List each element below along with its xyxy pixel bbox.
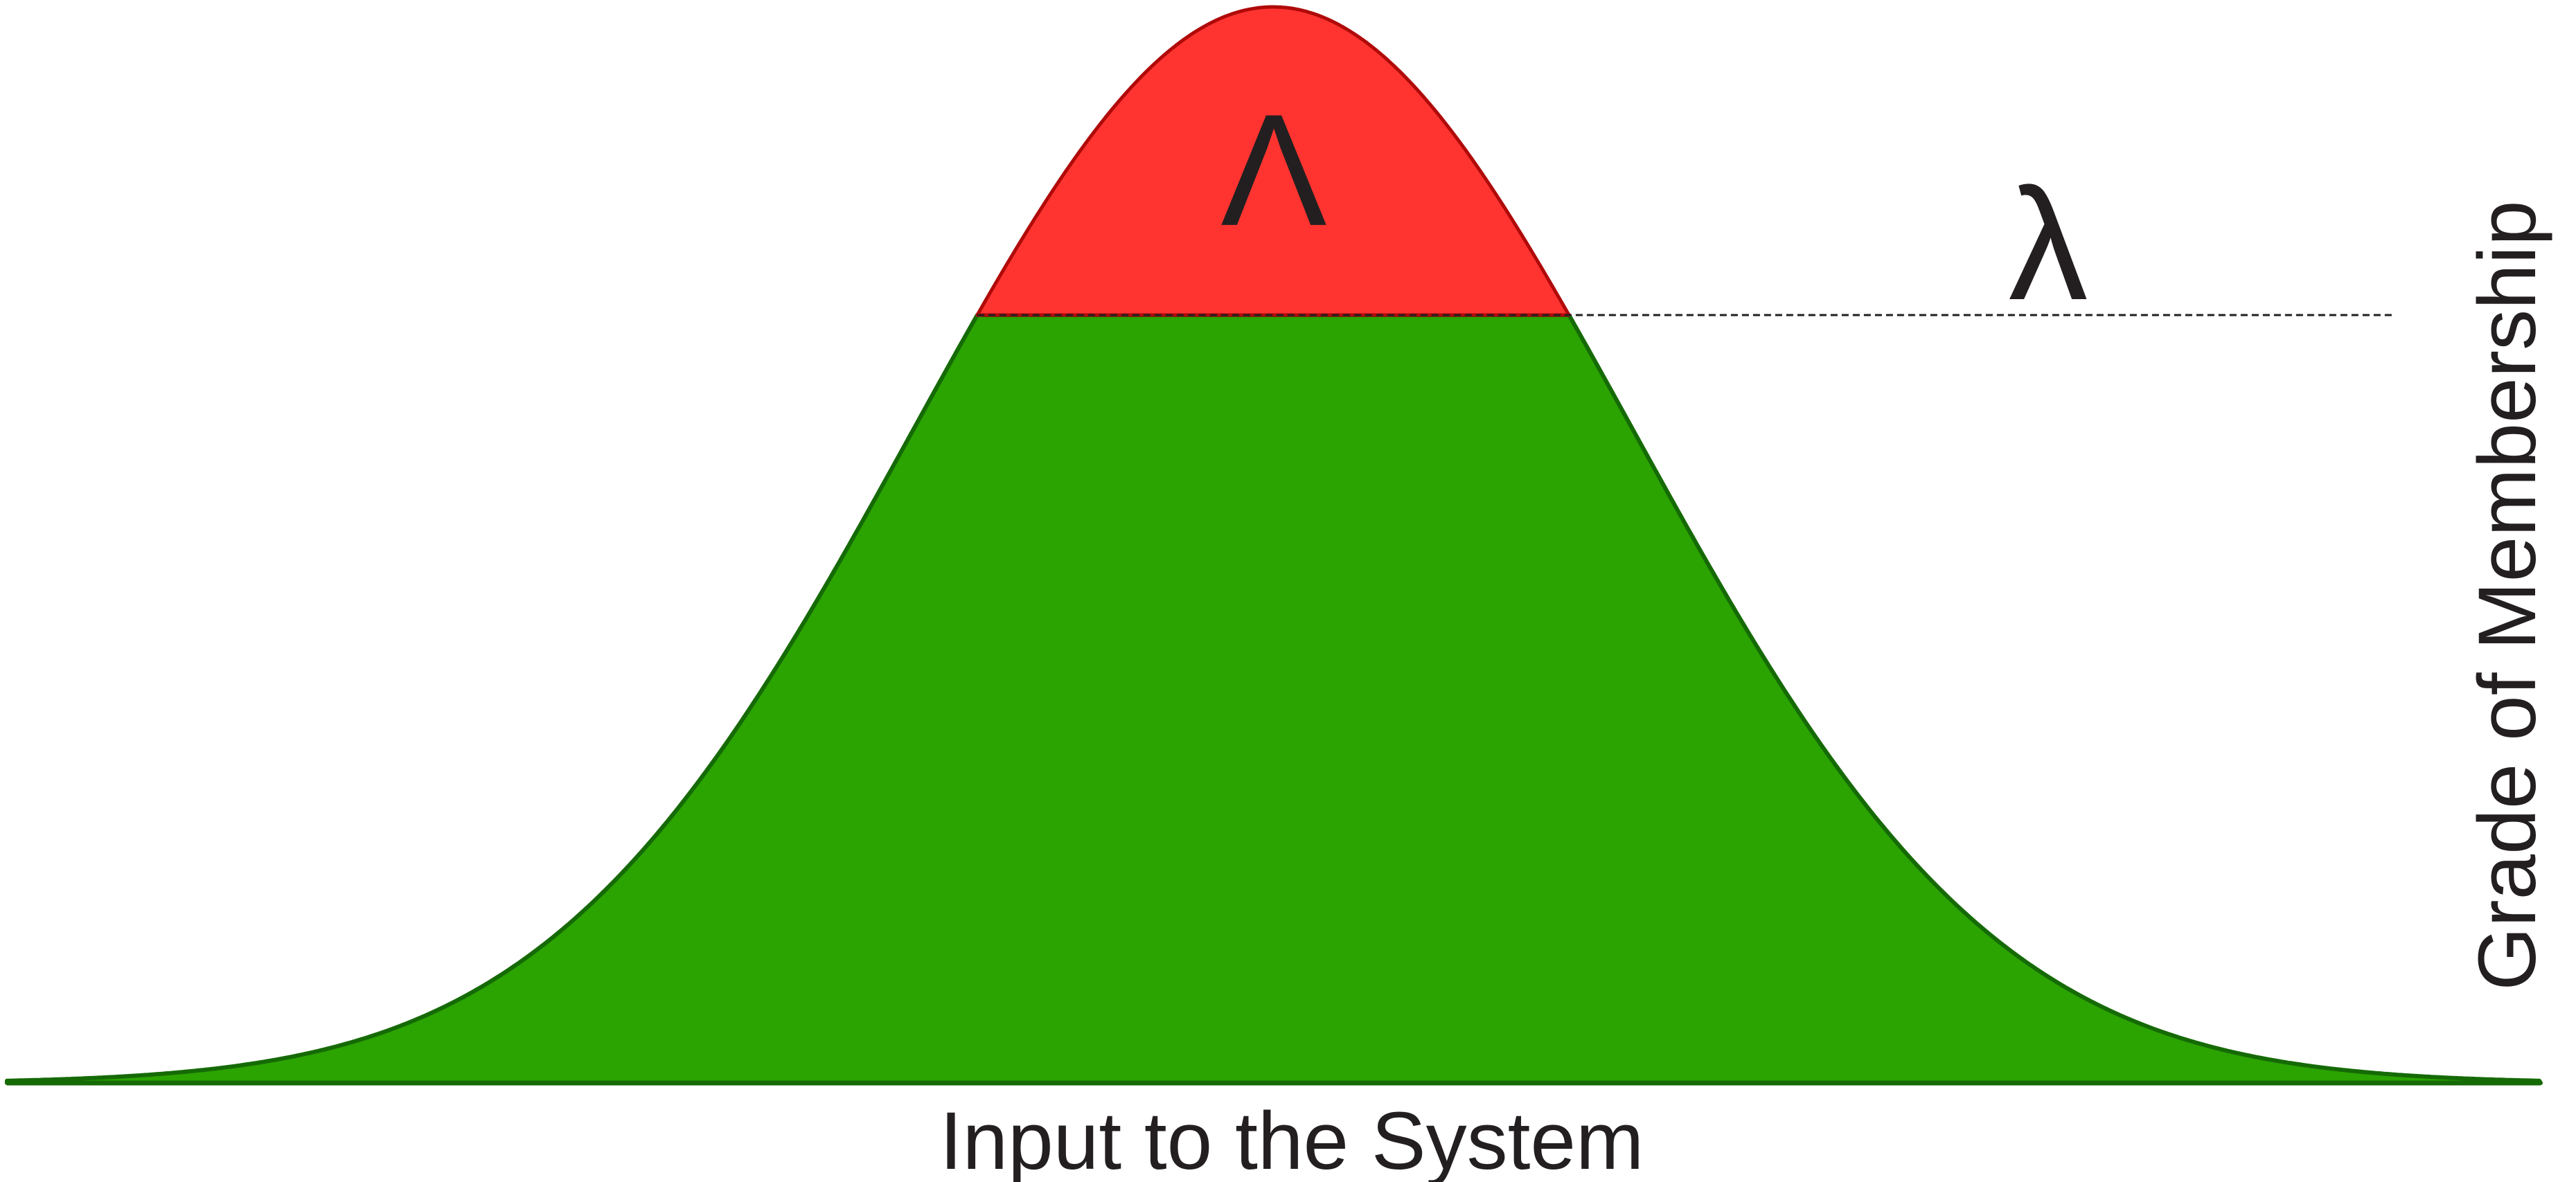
- threshold-label: λ: [2009, 155, 2088, 333]
- lower-region: [5, 313, 2543, 1085]
- upper-region-label: Λ: [1220, 81, 1327, 259]
- y-axis-title: Grade of Membership: [2462, 200, 2553, 990]
- upper-region: [975, 5, 1571, 317]
- x-axis-title: Input to the System: [940, 1095, 1644, 1182]
